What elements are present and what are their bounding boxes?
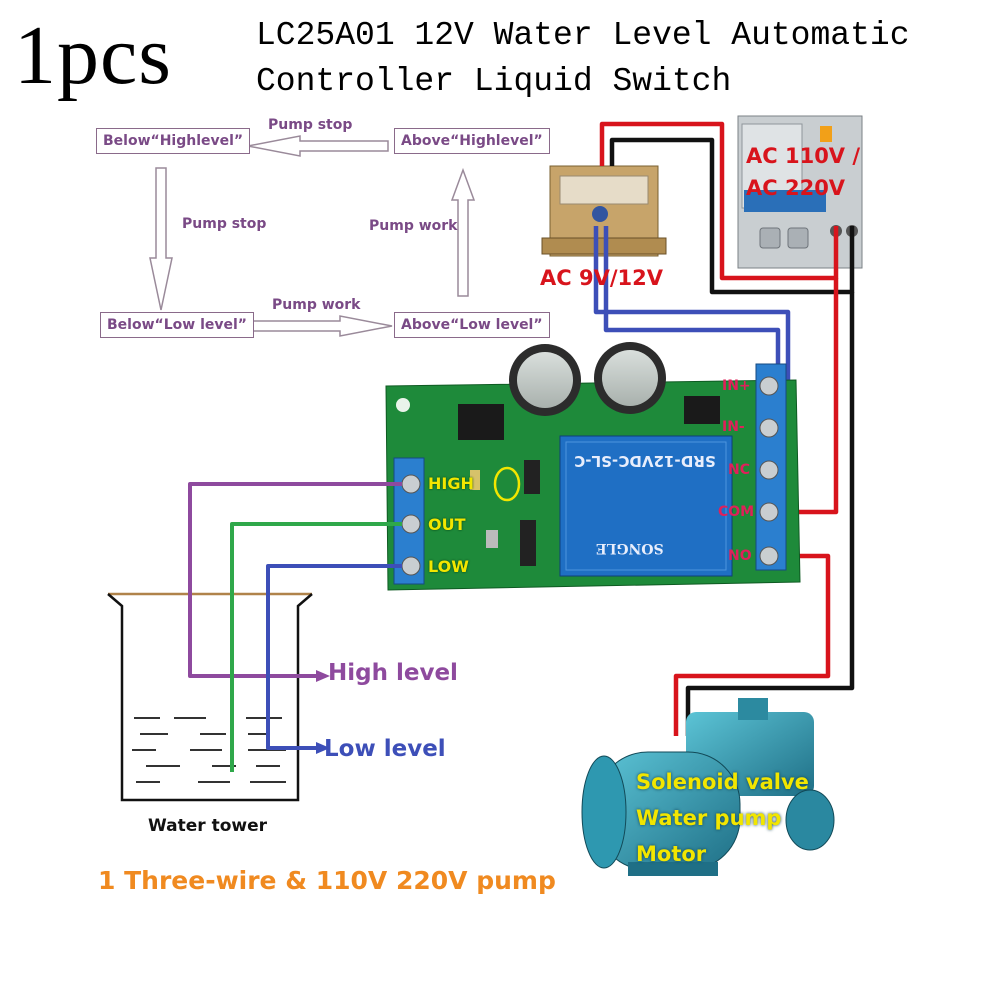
controller-board [385,342,801,591]
high-level-label: High level [328,660,458,686]
probe-wiring [188,482,402,772]
terminal-no: NO [728,548,752,564]
terminal-com: COM [718,504,755,520]
quantity-label: 1pcs [14,9,172,102]
flow-label-right: Pump work [369,218,458,234]
flow-arrows [149,135,476,337]
breaker-voltage-label: AC 110V / AC 220V [746,144,861,200]
low-level-label: Low level [324,736,446,762]
high-probe-wire [188,482,402,678]
tank-caption: Water tower [148,816,267,836]
footer-caption: 1 Three-wire & 110V 220V pump [98,866,556,895]
arrow-pump-stop-left [149,167,173,311]
out-probe-wire [230,522,402,772]
circuit-breaker [737,115,863,269]
low-probe-wire [266,564,402,750]
product-title-line2: Controller Liquid Switch [256,63,732,100]
water-pump [581,698,835,876]
terminal-high: HIGH [428,474,474,493]
terminal-out: OUT [428,515,466,534]
terminal-nc: NC [728,462,750,478]
flow-label-left: Pump stop [182,216,267,232]
flow-box-below-low: Below“Low level” [100,312,254,338]
terminal-in-plus: IN+ [722,378,751,394]
terminal-in-minus: IN- [722,419,745,435]
flow-box-above-high: Above“Highlevel” [394,128,550,154]
pump-label-water-pump: Water pump [636,806,782,830]
transformer-voltage-label: AC 9V/12V [540,266,663,290]
terminal-low: LOW [428,557,469,576]
arrow-pump-work-bottom [247,315,393,337]
product-title-line1: LC25A01 12V Water Level Automatic [256,17,910,54]
pump-label-motor: Motor [636,842,707,866]
flow-box-above-low: Above“Low level” [394,312,550,338]
arrow-pump-stop-top [247,135,389,157]
water-tank [107,592,313,802]
flow-label-top: Pump stop [268,117,353,133]
flow-label-bottom: Pump work [272,297,361,313]
flow-box-below-high: Below“Highlevel” [96,128,251,154]
pump-label-solenoid: Solenoid valve [636,770,809,794]
arrow-pump-work-right [450,167,476,297]
relay-brand-label: SONGLE [596,540,664,556]
relay-model-label: SRD-12VDC-SL-C [574,452,716,470]
